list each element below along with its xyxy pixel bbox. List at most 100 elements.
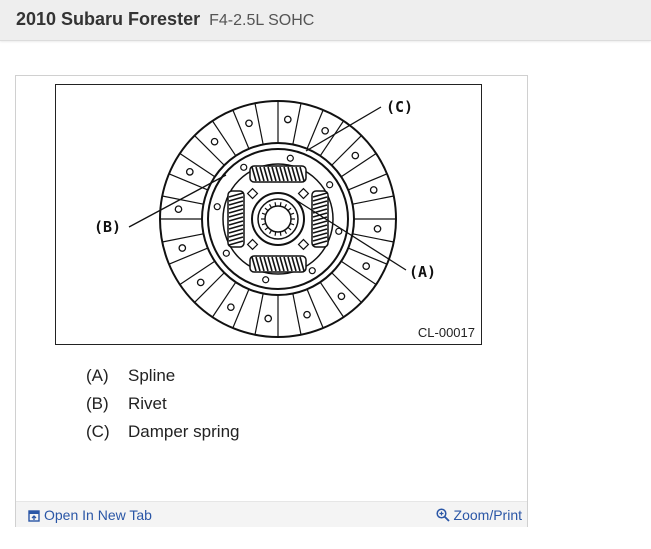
spring-coil [283,166,289,182]
hub-rivet [262,276,270,284]
hub-rivet [335,227,343,235]
rivet [303,310,311,319]
rivet-ring [174,115,382,323]
spring-coil [312,236,328,242]
spline-tooth [287,207,292,212]
legend-key: (C) [86,422,110,441]
damper-spring [249,255,307,273]
spring-coil [295,256,301,272]
spring-coil [251,166,257,182]
leader-line-c [305,106,382,152]
legend-label: Spline [128,366,176,385]
rivet [373,224,382,233]
zoom-print-label: Zoom/Print [453,507,522,523]
spring-coil [228,192,244,198]
spring-coil [228,236,244,242]
spring-coil [312,228,328,234]
legend-key: (B) [86,394,109,413]
spring-coil [275,166,281,182]
spring-coil [287,166,293,182]
hub-rivet [213,203,221,211]
damper-springs [227,165,329,273]
legend-item: (C)Damper spring [86,422,240,450]
damper-spring [249,165,307,183]
spring-coil [228,240,244,246]
damper-spring [227,190,245,248]
segment-line [194,272,225,303]
clutch-disc-drawing: (C) (B) (A) [94,98,436,338]
spring-coil [255,256,261,272]
diamond-window [246,238,259,251]
spline-tooth [274,231,277,236]
spline-tooth [268,229,273,235]
rivet [369,186,378,194]
spring-coil [299,166,305,182]
spring-coil [312,220,328,226]
spline-tooth [264,207,269,212]
segment-line [168,247,209,265]
callout-a: (A) [409,263,436,281]
rivet [227,303,235,312]
spring-coil [228,208,244,214]
spline-tooth [283,229,288,235]
spline-tooth [261,212,266,216]
zoom-print-link[interactable]: Zoom/Print [435,507,522,523]
open-tab-icon [28,510,40,522]
spring-coil [228,196,244,202]
spring-coil [312,204,328,210]
spring-coil [287,256,293,272]
segment-line [340,260,377,286]
spline-tooth [268,203,273,209]
segment-line [232,109,250,150]
spring-coil [263,256,269,272]
spring-coil [267,256,273,272]
spline-tooth [264,226,269,231]
legend: (A)Spline (B)Rivet (C)Damper spring [86,366,240,450]
leader-lines [128,106,407,271]
spring-coil [312,224,328,230]
segment-line [179,260,216,286]
segment-line [162,195,204,205]
hub-rivet [286,154,294,162]
leader-line-a [287,194,407,271]
segment-line [331,272,362,303]
spring-coil [251,256,257,272]
page-title: 2010 Subaru Forester F4-2.5L SOHC [16,9,314,30]
legend-item: (A)Spline [86,366,240,394]
segment-line [292,103,302,145]
rivet [337,292,346,301]
segment-line [319,120,345,157]
legend-item: (B)Rivet [86,394,240,422]
segment-line [168,173,209,191]
spline-tooth [274,202,277,207]
clutch-disc [159,100,397,338]
rivet [351,151,360,160]
segment-line [179,152,216,178]
spring-coil [312,196,328,202]
hub-rivet [240,163,248,171]
spring-coil [228,200,244,206]
segment-line [347,247,388,265]
hub-windows [246,187,310,251]
spring-coil [279,256,285,272]
spline-tooth [290,222,295,226]
hub-rivet [326,181,334,189]
rivet [264,314,273,323]
header-bar: 2010 Subaru Forester F4-2.5L SOHC [0,0,651,41]
engine-subtitle: F4-2.5L SOHC [209,12,315,29]
spline-tooth [287,226,292,231]
spring-coil [228,212,244,218]
segment-line [232,288,250,329]
spline-tooth [261,222,266,226]
segment-line [352,233,394,243]
spring-coil [312,232,328,238]
hub-plate-inner [222,163,334,275]
spline-hub-outer [251,192,305,246]
open-in-new-tab-link[interactable]: Open In New Tab [28,507,152,523]
clutch-disc-figure: (C) (B) (A) CL-00017 [55,84,482,345]
spline-tooth [279,231,282,236]
rivet [362,262,371,270]
spring-coil [283,256,289,272]
segment-line [194,135,225,166]
spring-coil [291,256,297,272]
